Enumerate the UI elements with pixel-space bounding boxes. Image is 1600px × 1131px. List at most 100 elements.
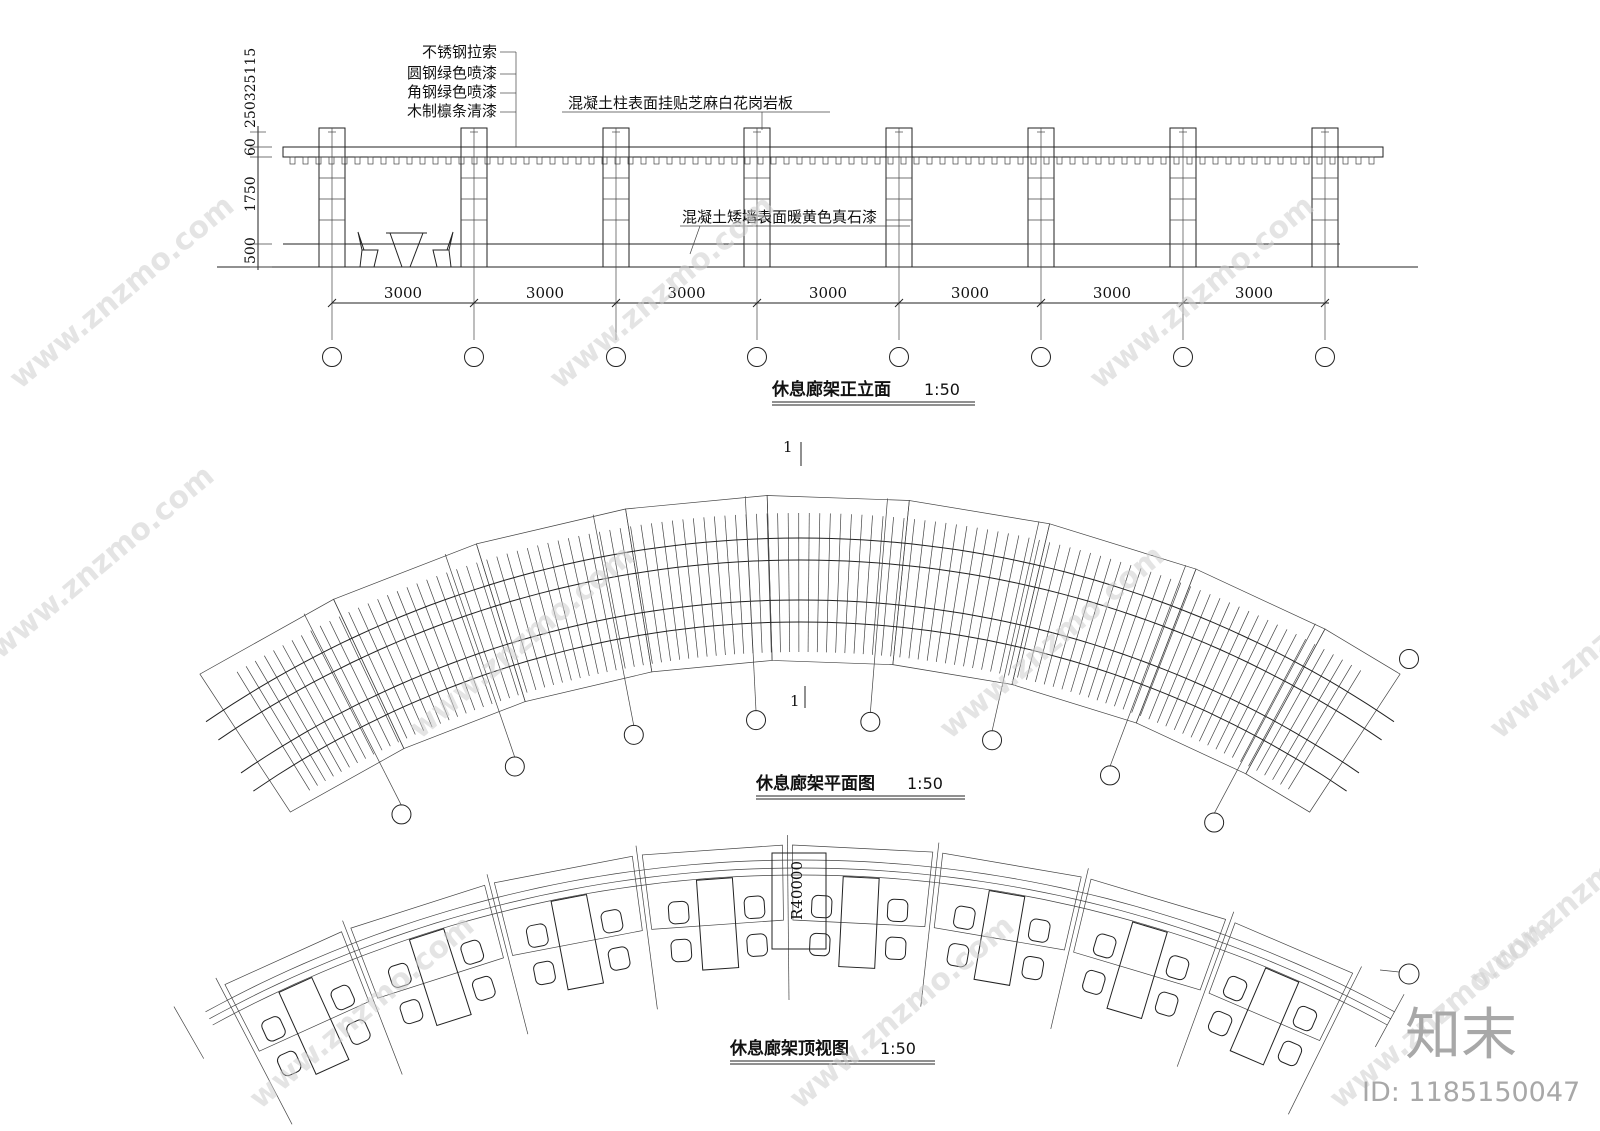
purlin [653,156,660,165]
rafter [329,621,391,747]
roof-view: R40000 休息廊架顶视图 1:50 [173,835,1420,1125]
roof-title: 休息廊架顶视图 [729,1038,849,1059]
purlin [328,156,335,165]
table-set [1082,921,1190,1020]
purlin [718,156,725,165]
roof-panel [792,844,934,927]
axis-bubbles [322,347,1335,367]
purlin [913,156,920,165]
span-label: 3000 [526,284,564,302]
chair [667,900,690,925]
rafter [609,529,635,667]
rafter [537,545,572,681]
purlin-row [289,156,1375,165]
chair [1277,1040,1303,1067]
table-set [388,928,496,1027]
span-label: 3000 [1093,284,1131,302]
axis-bubble [747,347,767,367]
plan-axis-bubble [1399,649,1419,669]
plan-beam [205,537,1395,723]
purlin [1277,156,1284,165]
rafter [816,513,821,653]
purlin [770,156,777,165]
plan-segment [1011,523,1197,724]
rafter [1122,578,1172,710]
roof-axis-line [635,845,658,1010]
rafter [926,522,947,661]
roof-axis-line [342,920,403,1075]
rafter [1182,606,1240,734]
purlin [1212,156,1219,165]
purlin [1329,156,1336,165]
rafter [672,520,690,659]
chair [1092,933,1117,959]
table [695,877,740,971]
chair [746,933,768,957]
watermark-text: www.znzmo.com [1463,788,1600,996]
rafter [1173,602,1231,731]
purlin [536,156,543,165]
rafter [578,535,608,673]
rafter [446,572,493,705]
chair [743,895,766,920]
rafter [619,528,644,666]
height-dimension: 250325115 60 1750 500 [243,48,272,270]
rafter [516,550,554,686]
rafter [1034,547,1071,683]
roof-panel [641,844,784,930]
rafter [935,524,957,663]
rafter [406,587,458,717]
plan-axis-line [1109,565,1187,767]
purlin [978,156,985,165]
purlin [731,156,738,165]
rafter [506,553,546,688]
roof-beam [212,874,1388,1026]
plan-axis-line [744,496,757,712]
roof-panel [1073,878,1227,991]
axis-bubble [464,347,484,367]
roof-end [173,1006,205,1059]
rafter [456,569,502,702]
chair [533,960,556,986]
rafter [990,535,1020,672]
chair [607,946,631,971]
plan-axis-line [1213,623,1316,814]
plan-axis-line [991,521,1040,732]
watermark-text: www.znzmo.com [0,458,221,666]
callout-cable: 不锈钢拉索 [422,43,497,61]
rafter [357,607,416,735]
purlin [1173,156,1180,165]
plan-axis-line [444,553,516,758]
chair [1207,1010,1233,1037]
purlin [523,156,530,165]
rafter [1199,615,1259,742]
purlin [809,156,816,165]
elevation-scale: 1:50 [924,380,960,399]
roof-axis-line [787,835,790,1001]
table-set [1207,967,1318,1067]
purlin [640,156,647,165]
callout-timber-purlin: 木制檩条清漆 [407,102,497,120]
rafter [1256,649,1325,771]
plan-axis-line [592,514,635,726]
rafter [954,527,978,665]
table-set [946,890,1051,986]
purlin [1238,156,1245,165]
dim-60-label: 60 [243,138,259,156]
purlin [1303,156,1310,165]
plan-view: 1 1 休息廊架平面图 1:50 [199,438,1419,833]
roof-axis-line [920,842,940,1007]
purlin [1043,156,1050,165]
chair [471,975,496,1001]
dim-top-label: 250325115 [243,48,259,128]
chair [346,1019,371,1045]
rafter [651,523,671,662]
span-label: 3000 [951,284,989,302]
rafter [890,518,905,657]
plan-axis-bubble [746,710,767,731]
purlin [939,156,946,165]
rafter [426,579,476,711]
table-chairs-symbol [357,231,454,268]
purlin [1368,156,1375,165]
